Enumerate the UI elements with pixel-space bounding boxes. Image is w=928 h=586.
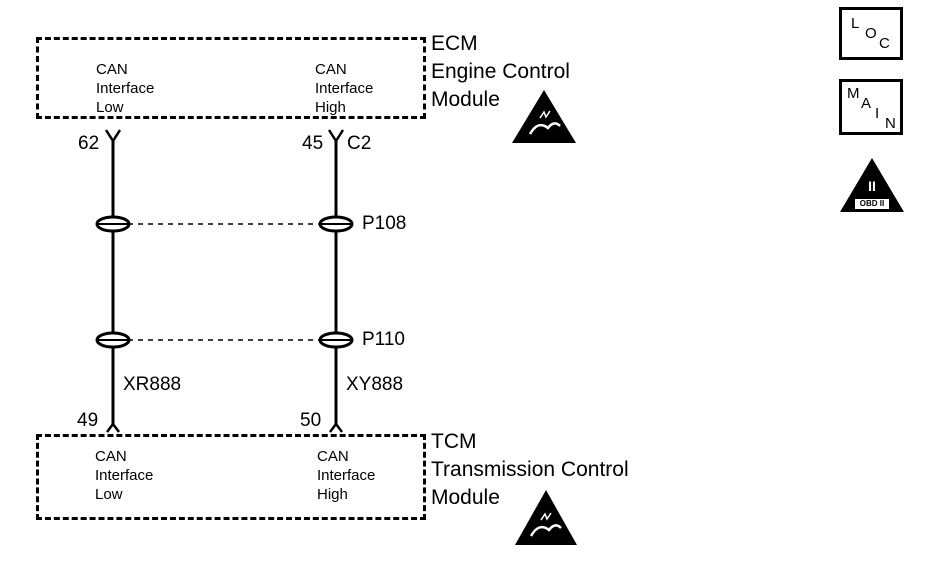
loc-icon: L O C bbox=[839, 7, 903, 60]
ecm-name-line1: Engine Control bbox=[431, 60, 570, 83]
ecm-can-low-line2: Interface bbox=[96, 80, 155, 97]
main-icon-letter-m: M bbox=[847, 85, 860, 102]
tcm-esd-warning-icon bbox=[515, 490, 577, 545]
splice-p110-low-connector bbox=[95, 331, 131, 349]
obd-ii-numeral: II bbox=[868, 178, 876, 194]
ecm-title: ECM Engine Control Module bbox=[431, 30, 570, 114]
ecm-esd-warning-icon bbox=[512, 90, 576, 143]
obd-ii-label: OBD II bbox=[859, 199, 885, 208]
ecm-name-line2: Module bbox=[431, 88, 500, 111]
wire-xy888-label: XY888 bbox=[346, 374, 404, 395]
ecm-pin-45-terminal bbox=[327, 129, 345, 142]
ecm-can-high-line1: CAN bbox=[315, 61, 347, 78]
tcm-can-low-line1: CAN bbox=[95, 448, 127, 465]
obd-ii-icon bbox=[840, 158, 904, 212]
main-icon: M A I N bbox=[839, 79, 903, 135]
ecm-can-low-line1: CAN bbox=[96, 61, 128, 78]
splice-p108-high-connector bbox=[318, 215, 354, 233]
tcm-can-high-label: CAN Interface High bbox=[317, 447, 375, 504]
tcm-name-line1: Transmission Control bbox=[431, 458, 629, 481]
tcm-can-low-label: CAN Interface Low bbox=[95, 447, 153, 504]
tcm-title: TCM Transmission Control Module bbox=[431, 428, 629, 512]
splice-p110-high-connector bbox=[318, 331, 354, 349]
ecm-can-high-line2: Interface bbox=[315, 80, 374, 97]
loc-icon-letter-o: O bbox=[865, 25, 877, 42]
tcm-can-high-line3: High bbox=[317, 486, 348, 503]
tcm-pin-50-terminal bbox=[329, 423, 343, 433]
tcm-pin-49-terminal bbox=[106, 423, 120, 433]
ecm-can-high-line3: High bbox=[315, 99, 346, 116]
tcm-code: TCM bbox=[431, 430, 477, 453]
ecm-module-box bbox=[36, 37, 426, 119]
ecm-pin-62-terminal bbox=[104, 129, 122, 142]
splice-p108-label: P108 bbox=[362, 213, 407, 234]
splice-p110-label: P110 bbox=[362, 329, 405, 350]
ecm-pin-45: 45 bbox=[302, 133, 324, 154]
main-icon-letter-i: I bbox=[875, 105, 880, 122]
ecm-can-low-line3: Low bbox=[96, 99, 124, 116]
main-icon-letter-n: N bbox=[885, 115, 896, 132]
tcm-can-low-line2: Interface bbox=[95, 467, 154, 484]
ecm-connector-c2: C2 bbox=[347, 133, 372, 154]
splice-p108-low-connector bbox=[95, 215, 131, 233]
tcm-pin-50: 50 bbox=[300, 410, 322, 431]
tcm-module-box bbox=[36, 434, 426, 520]
ecm-can-low-label: CAN Interface Low bbox=[96, 60, 154, 117]
main-icon-letter-a: A bbox=[861, 95, 872, 112]
loc-icon-letter-c: C bbox=[879, 35, 890, 52]
wire-xr888-label: XR888 bbox=[123, 374, 182, 395]
ecm-can-high-label: CAN Interface High bbox=[315, 60, 373, 117]
tcm-pin-49: 49 bbox=[77, 410, 99, 431]
tcm-can-low-line3: Low bbox=[95, 486, 123, 503]
ecm-pin-62: 62 bbox=[78, 133, 100, 154]
tcm-name-line2: Module bbox=[431, 486, 500, 509]
tcm-can-high-line2: Interface bbox=[317, 467, 376, 484]
tcm-can-high-line1: CAN bbox=[317, 448, 349, 465]
loc-icon-letter-l: L bbox=[851, 15, 860, 32]
ecm-code: ECM bbox=[431, 32, 478, 55]
